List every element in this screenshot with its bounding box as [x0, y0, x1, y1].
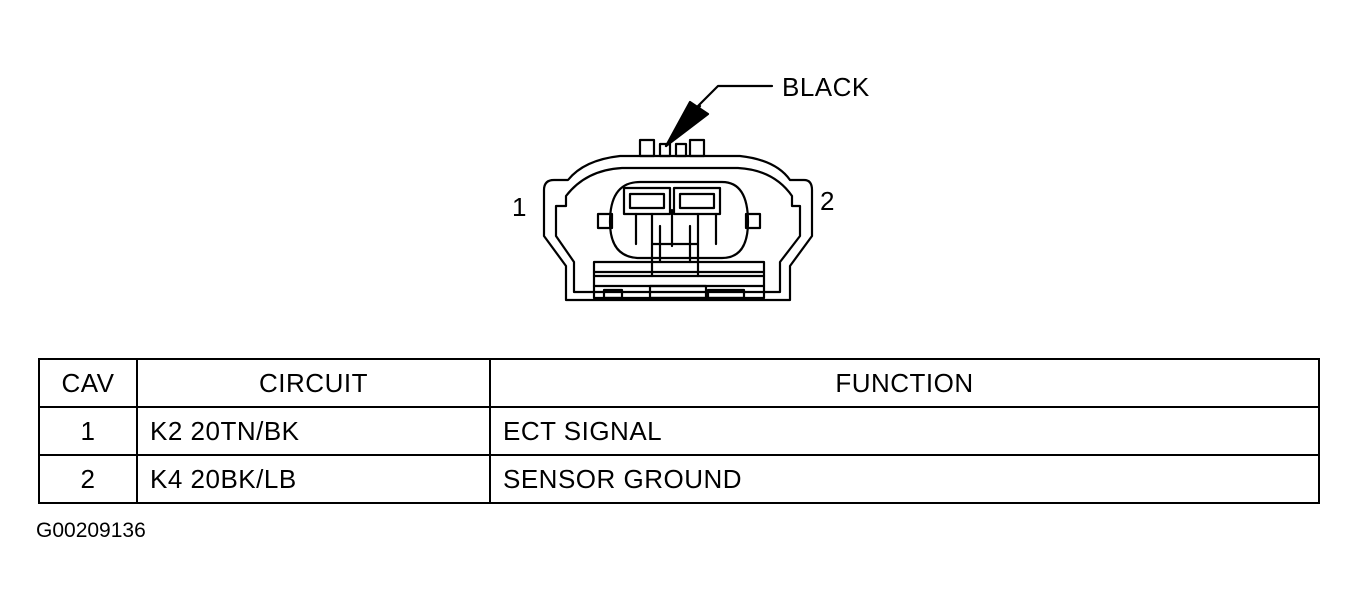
- table-row: 2 K4 20BK/LB SENSOR GROUND: [38, 454, 1320, 504]
- key-left: [596, 212, 614, 230]
- cell-cav: 2: [38, 454, 138, 504]
- table-header-row: CAV CIRCUIT FUNCTION: [38, 358, 1320, 408]
- connector-housing: [542, 154, 814, 302]
- cell-function: SENSOR GROUND: [489, 454, 1320, 504]
- pinout-table: CAV CIRCUIT FUNCTION 1 K2 20TN/BK ECT SI…: [38, 358, 1320, 504]
- header-cav: CAV: [38, 358, 138, 408]
- header-function: FUNCTION: [489, 358, 1320, 408]
- cell-function: ECT SIGNAL: [489, 406, 1320, 456]
- key-right: [744, 212, 762, 230]
- terminal-1: [622, 186, 672, 264]
- connector-drawing: [542, 84, 814, 302]
- cell-circuit: K4 20BK/LB: [136, 454, 491, 504]
- header-circuit: CIRCUIT: [136, 358, 491, 408]
- connector-color-label: BLACK: [782, 72, 870, 102]
- terminal-2: [672, 186, 722, 264]
- figure-id: G00209136: [36, 519, 146, 542]
- terminal-cavity: [608, 180, 750, 260]
- cell-cav: 1: [38, 406, 138, 456]
- connector-rail: [592, 260, 766, 300]
- pin-label-1: 1: [512, 192, 527, 222]
- leader-arrow: [664, 84, 774, 148]
- connector-inner-housing: [554, 166, 802, 294]
- pin-label-2: 2: [820, 186, 835, 216]
- table-row: 1 K2 20TN/BK ECT SIGNAL: [38, 406, 1320, 456]
- cell-circuit: K2 20TN/BK: [136, 406, 491, 456]
